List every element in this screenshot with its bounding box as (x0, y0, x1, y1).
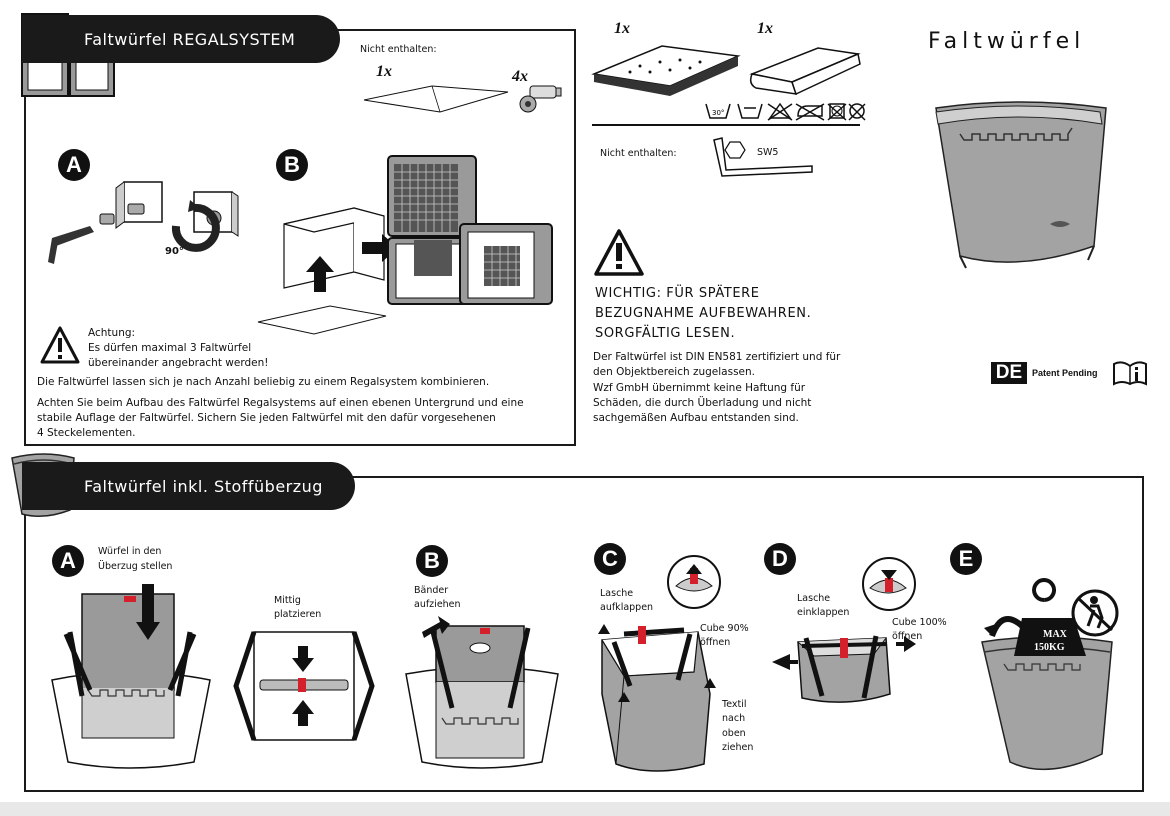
cover-step-e-badge: E (950, 543, 982, 575)
cover-step-c-pull-3: oben (722, 728, 746, 739)
base-board-icon (363, 85, 509, 113)
fabric-cover-title-banner: Faltwürfel inkl. Stoffüberzug (22, 462, 355, 510)
center-text-1: Mittig (274, 595, 301, 606)
caution-line-2: übereinander angebracht werden! (88, 357, 269, 369)
warning-line-3: SORGFÄLTIG LESEN. (595, 326, 736, 341)
max-label: MAX (1043, 629, 1067, 640)
tool-size-label: SW5 (757, 147, 779, 158)
cover-step-c-open-1: Cube 90% (700, 623, 749, 634)
connector-icon (519, 85, 562, 113)
tool-not-included-label: Nicht enthalten: (600, 148, 677, 159)
cover-step-c-badge: C (594, 543, 626, 575)
cover-step-c-pull-4: ziehen (722, 742, 754, 753)
cover-step-c-open-2: öffnen (700, 637, 731, 648)
cover-step-a-text-1: Würfel in den (98, 546, 162, 557)
info-line-3: stabile Auflage der Faltwürfel. Sichern … (37, 412, 496, 424)
fabric-cover-title: Faltwürfel inkl. Stoffüberzug (84, 476, 323, 496)
step-a-illustration (51, 584, 211, 769)
cover-step-a-text-2: Überzug stellen (98, 561, 173, 572)
max-weight: 150KG (1034, 642, 1065, 653)
brand-name: Faltwürfel (928, 29, 1086, 54)
warning-body-4: Schäden, die durch Überladung und nicht (593, 397, 812, 409)
cover-step-d-text-2: einklappen (797, 607, 850, 618)
warning-icon (594, 229, 644, 276)
folded-cube-icon (749, 47, 861, 96)
warning-body-5: sachgemäßen Aufbau entstanden sind. (593, 412, 799, 424)
warning-body-3: Wzf GmbH übernimmt keine Haftung für (593, 382, 806, 394)
info-line-1: Die Faltwürfel lassen sich je nach Anzah… (37, 376, 490, 388)
shelf-system-title: Faltwürfel REGALSYSTEM (84, 29, 296, 49)
cover-step-b-text-1: Bänder (414, 585, 449, 596)
center-placement-illustration (233, 631, 375, 741)
step-b-illustration (405, 616, 559, 769)
fabric-cover-panel (24, 476, 1144, 792)
caution-title: Achtung: (88, 327, 136, 339)
cover-step-a-badge: A (52, 545, 84, 577)
country-badge: DE (991, 362, 1027, 384)
step-c-detail-icon (667, 555, 721, 609)
folded-cover-icon (591, 45, 741, 96)
parts-divider (592, 124, 860, 126)
step-d-illustration (772, 635, 916, 703)
warning-line-1: WICHTIG: FÜR SPÄTERE (595, 286, 760, 301)
cover-step-b-badge: B (416, 545, 448, 577)
warning-line-2: BEZUGNAHME AUFBEWAHREN. (595, 306, 812, 321)
cover-step-b-text-2: aufziehen (414, 599, 461, 610)
cover-step-c-pull-1: Textil (722, 699, 747, 710)
info-line-2: Achten Sie beim Aufbau des Faltwürfel Re… (37, 397, 524, 409)
step-a-badge: A (58, 149, 90, 181)
manual-info-icon (1113, 361, 1147, 386)
patent-label: Patent Pending (1032, 368, 1098, 378)
cover-step-c-text-2: aufklappen (600, 602, 654, 613)
cover-step-d-open-1: Cube 100% (892, 617, 947, 628)
cover-step-c-text-1: Lasche (600, 588, 634, 599)
warning-body-2: den Objektbereich zugelassen. (593, 366, 756, 378)
step-d-detail-icon (862, 557, 916, 611)
cover-step-c-pull-2: nach (722, 713, 746, 724)
wash-temp-label: 30° (712, 109, 724, 117)
step-e-illustration (981, 578, 1113, 771)
cover-step-d-badge: D (764, 543, 796, 575)
cube-stack-illustration (257, 155, 553, 335)
rotation-label: 90° (165, 246, 184, 257)
cover-quantity: 1x (614, 20, 630, 37)
cover-step-d-text-1: Lasche (797, 593, 831, 604)
caution-line-1: Es dürfen maximal 3 Faltwürfel (88, 342, 252, 354)
no-standing-icon (1071, 589, 1119, 637)
not-included-label: Nicht enthalten: (360, 44, 437, 55)
info-line-4: 4 Steckelementen. (37, 427, 136, 439)
cube-quantity: 1x (757, 20, 773, 37)
board-quantity: 1x (376, 63, 392, 80)
caution-icon (40, 326, 80, 364)
connector-assembly-illustration (48, 181, 239, 264)
care-symbols: 30° (705, 102, 866, 121)
bottom-strip (0, 802, 1170, 816)
covered-cube-product-image (935, 101, 1107, 269)
warning-body-1: Der Faltwürfel ist DIN EN581 zertifizier… (593, 351, 841, 363)
hex-key-icon (713, 137, 813, 177)
center-text-2: platzieren (274, 609, 322, 620)
cover-step-d-open-2: öffnen (892, 631, 923, 642)
step-b-badge: B (276, 149, 308, 181)
connector-quantity: 4x (512, 68, 528, 85)
step-c-illustration (598, 624, 716, 772)
shelf-system-title-banner: Faltwürfel REGALSYSTEM (22, 15, 340, 63)
